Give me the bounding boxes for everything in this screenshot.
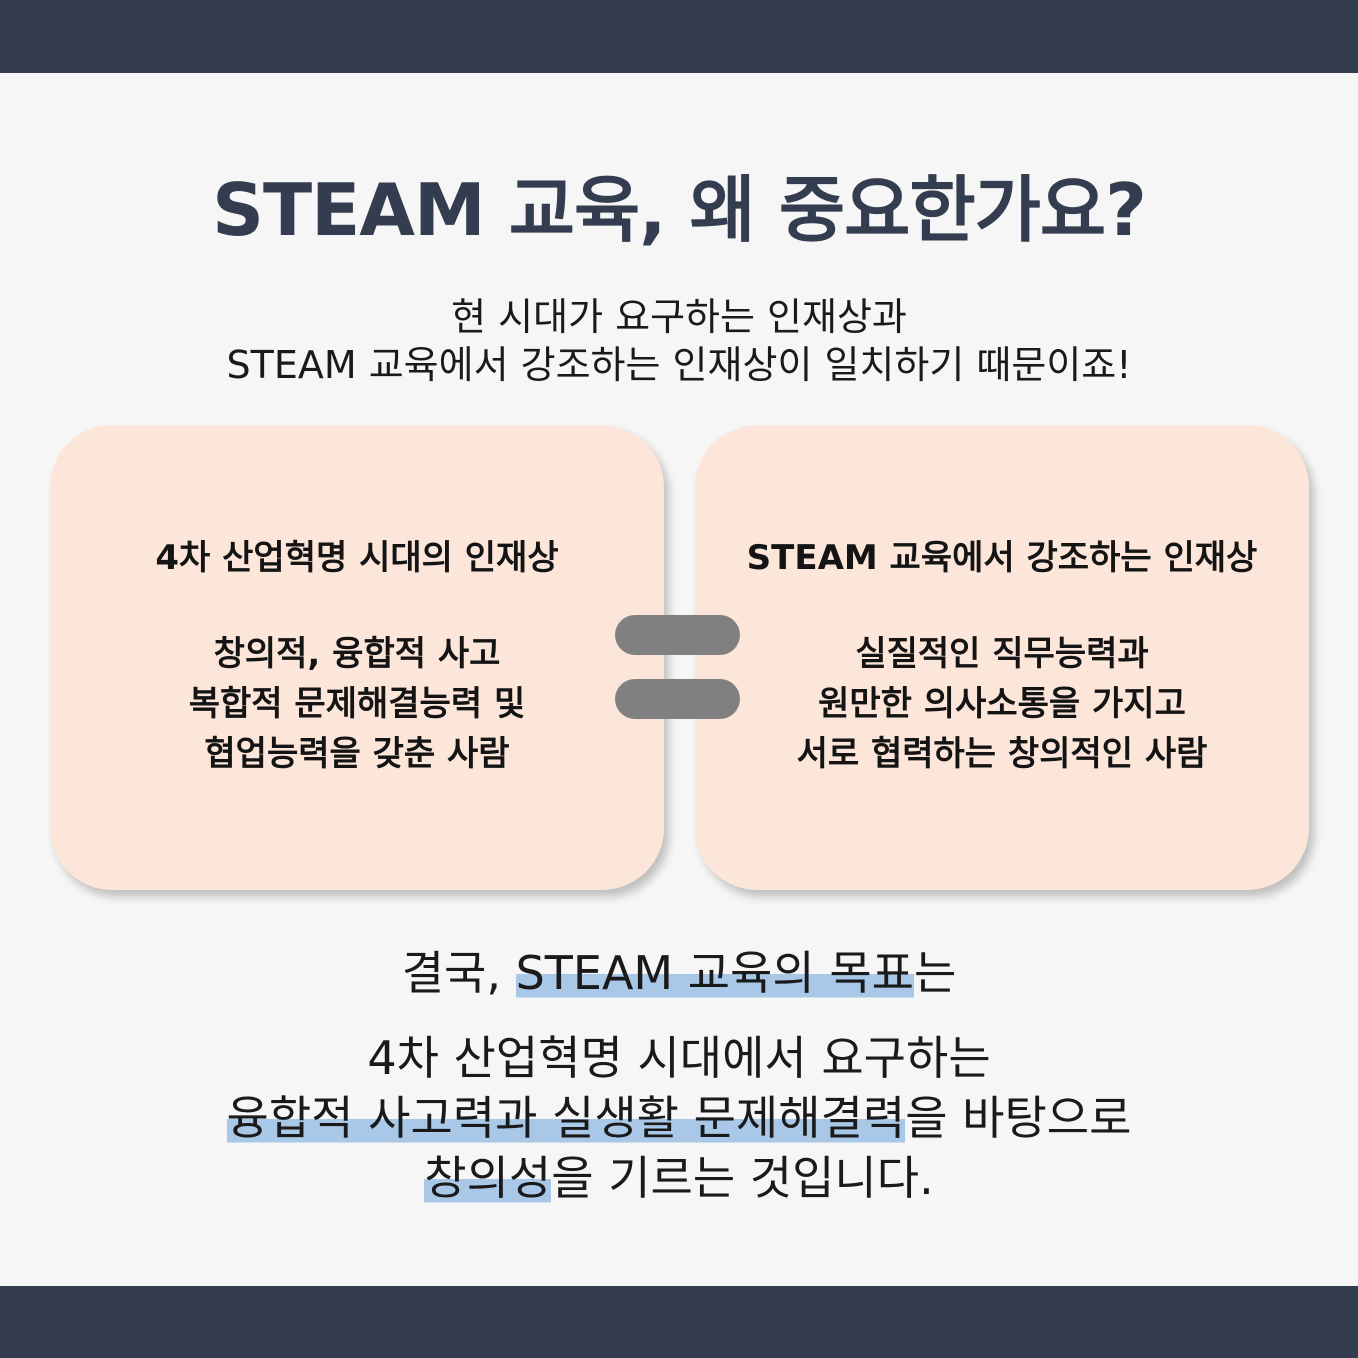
conclusion-line-1: 결국, STEAM 교육의 목표는: [0, 944, 1358, 1002]
left-card-line: 복합적 문제해결능력 및: [188, 684, 526, 724]
conclusion-text: 을 기르는 것입니다.: [551, 1151, 934, 1205]
right-card-body: 실질적인 직무능력과 원만한 의사소통을 가지고 서로 협력하는 창의적인 사람: [695, 629, 1309, 779]
left-card-line: 창의적, 융합적 사고: [213, 634, 501, 674]
right-card-line: 서로 협력하는 창의적인 사람: [796, 734, 1208, 774]
equals-sign-bar-bottom: [615, 679, 740, 719]
right-card: STEAM 교육에서 강조하는 인재상 실질적인 직무능력과 원만한 의사소통을…: [695, 425, 1309, 890]
highlighted-text: STEAM 교육의 목표: [515, 946, 914, 1000]
conclusion-line-3: 융합적 사고력과 실생활 문제해결력을 바탕으로: [0, 1088, 1358, 1148]
right-card-line: 실질적인 직무능력과: [855, 634, 1149, 674]
left-card-heading: 4차 산업혁명 시대의 인재상: [155, 538, 559, 578]
left-card-line: 협업능력을 갖춘 사람: [204, 734, 510, 774]
left-card: 4차 산업혁명 시대의 인재상 창의적, 융합적 사고 복합적 문제해결능력 및…: [50, 425, 664, 890]
conclusion-text: 결국,: [401, 946, 516, 1000]
conclusion-text: 을 바탕으로: [905, 1091, 1132, 1145]
highlighted-text: 창의성: [424, 1151, 552, 1205]
subtitle-line-2: STEAM 교육에서 강조하는 인재상이 일치하기 때문이죠!: [226, 343, 1132, 387]
page-title: STEAM 교육, 왜 중요한가요?: [212, 168, 1147, 252]
subtitle-line-1: 현 시대가 요구하는 인재상과: [451, 295, 907, 339]
equals-sign-bar-top: [615, 615, 740, 655]
right-card-line: 원만한 의사소통을 가지고: [818, 684, 1186, 724]
left-card-body: 창의적, 융합적 사고 복합적 문제해결능력 및 협업능력을 갖춘 사람: [50, 629, 664, 779]
top-band: [0, 0, 1358, 73]
subtitle: 현 시대가 요구하는 인재상과 STEAM 교육에서 강조하는 인재상이 일치하…: [0, 293, 1358, 389]
highlighted-text: 융합적 사고력과 실생활 문제해결력: [226, 1091, 906, 1145]
conclusion-line-2: 4차 산업혁명 시대에서 요구하는: [367, 1031, 991, 1085]
conclusion-text: 는: [913, 946, 957, 1000]
conclusion-line-4: 창의성을 기르는 것입니다.: [0, 1148, 1358, 1208]
bottom-band: [0, 1286, 1358, 1358]
right-card-heading: STEAM 교육에서 강조하는 인재상: [746, 538, 1258, 578]
